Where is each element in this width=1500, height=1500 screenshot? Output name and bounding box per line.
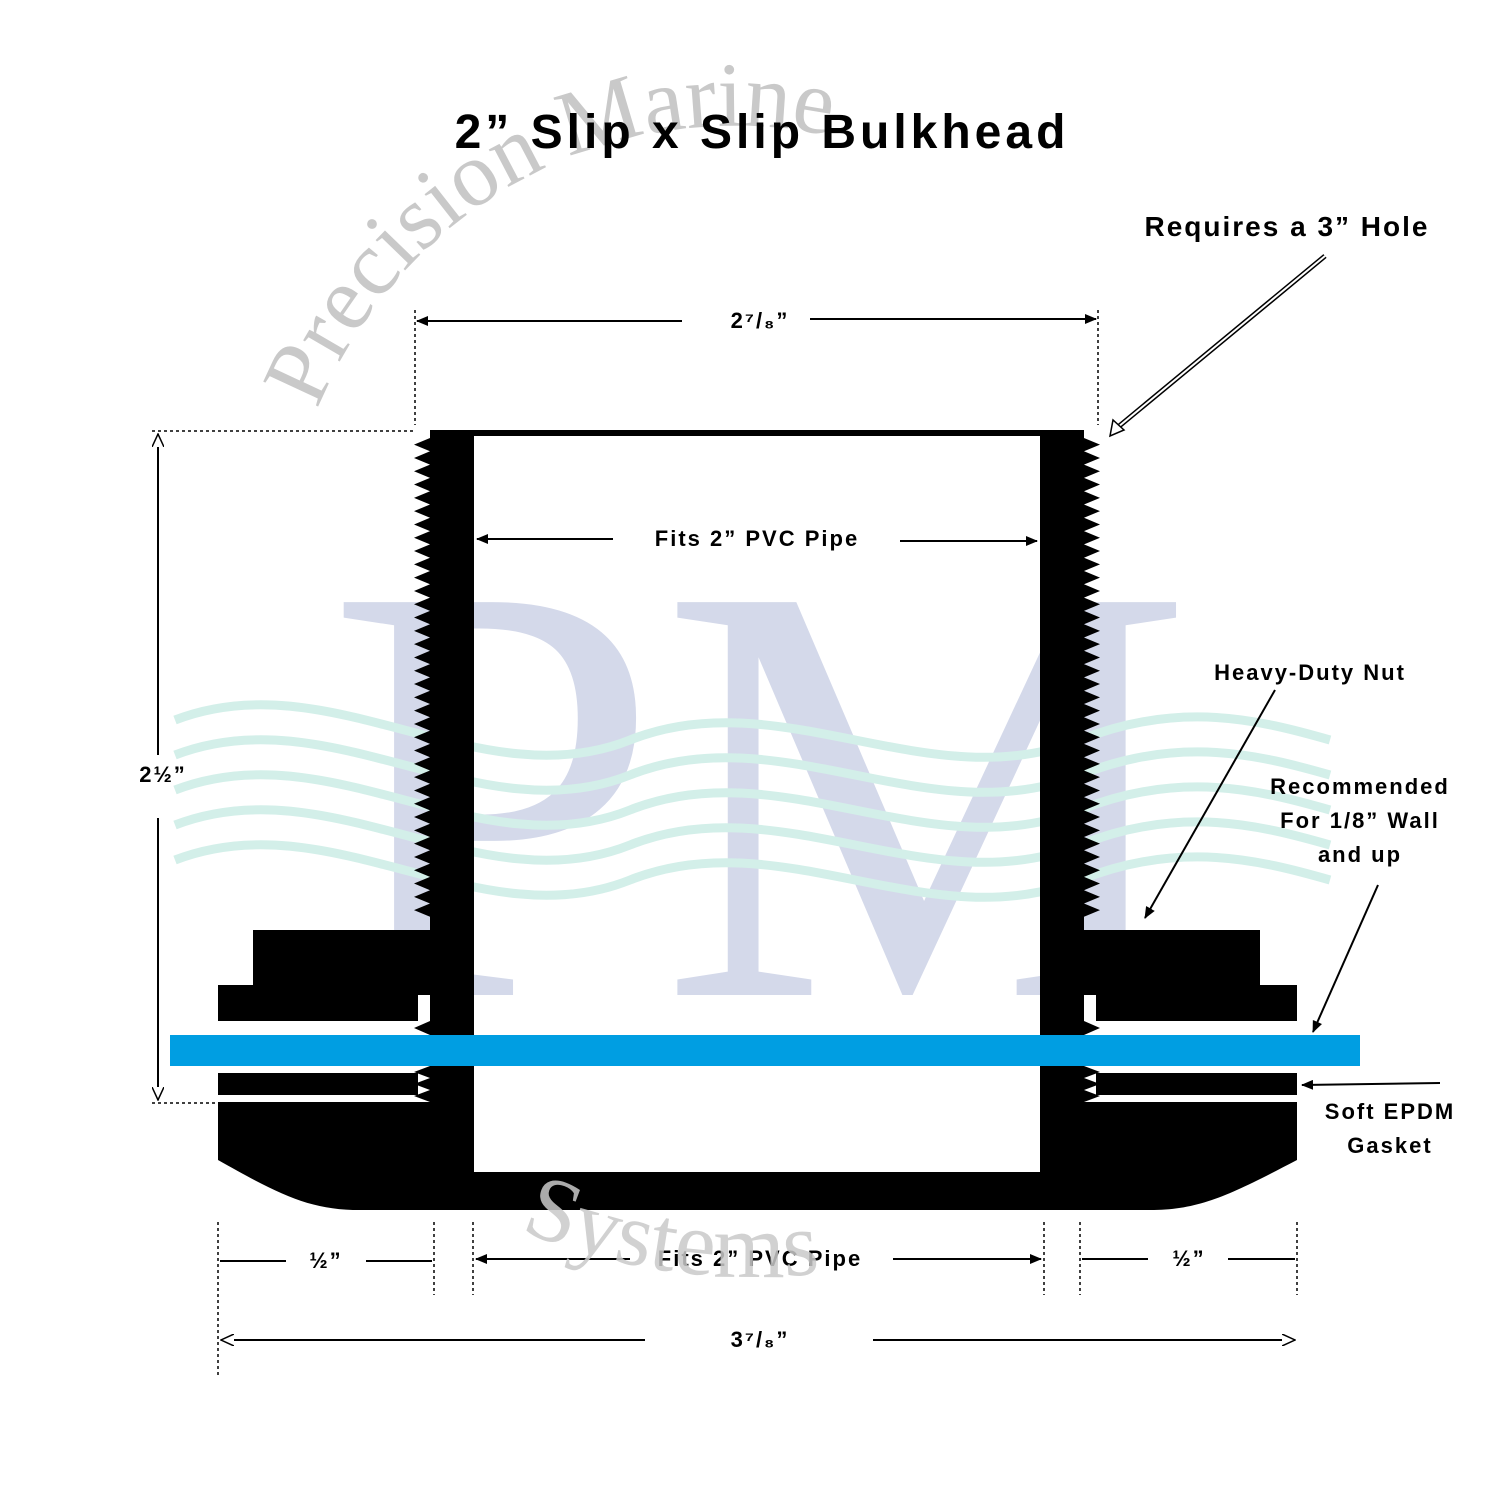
nut-right — [1084, 930, 1260, 985]
watermark-waves — [173, 700, 1332, 902]
gasket-right — [1096, 1073, 1297, 1095]
page-title: 2” Slip x Slip Bulkhead — [455, 106, 1070, 159]
watermark-arc-top: Precision Marine — [242, 43, 843, 417]
tube-bottom — [430, 1172, 1084, 1196]
hole-note: Requires a 3” Hole — [1145, 211, 1430, 242]
wall-note-line3: and up — [1318, 842, 1402, 867]
gasket-line2: Gasket — [1347, 1133, 1432, 1158]
threads-left — [414, 438, 430, 1102]
nut-leader — [1144, 689, 1276, 919]
nut-left-step — [218, 985, 430, 995]
gasket-leader — [1301, 1079, 1441, 1090]
gasket-line1: Soft EPDM — [1325, 1099, 1455, 1124]
wall-note-line2: For 1/8” Wall — [1280, 808, 1440, 833]
gasket-left — [218, 1073, 418, 1095]
nut-label: Heavy-Duty Nut — [1214, 660, 1406, 685]
height-label: 2½” — [139, 762, 187, 787]
hole-note-leader-inner — [1111, 255, 1326, 433]
wall-note-line1: Recommended — [1270, 774, 1450, 799]
nut-right-step — [1084, 985, 1297, 995]
inner-bottom-label: Fits 2” PVC Pipe — [658, 1246, 862, 1271]
washer-left — [218, 995, 418, 1021]
flange-right-label: ½” — [1172, 1246, 1205, 1271]
bulkhead-part — [170, 430, 1360, 1210]
nut-left — [253, 930, 430, 985]
threads-right — [1084, 438, 1100, 1102]
hole-note-arrowhead — [1109, 418, 1126, 438]
tube-top-rim — [430, 430, 1084, 436]
flange-left-label: ½” — [309, 1248, 342, 1273]
tube-right-wall — [1040, 430, 1084, 1195]
washer-right — [1096, 995, 1297, 1021]
wall-note-leader — [1312, 884, 1379, 1033]
mounting-wall — [170, 1035, 1360, 1066]
tube-left-wall — [430, 430, 474, 1195]
watermark-arc-top-text: Precision Marine — [242, 43, 843, 417]
dimensions: 2⁷/₈” Requires a 3” Hole Fits 2” PVC Pip… — [139, 211, 1455, 1375]
overall-width-label: 3⁷/₈” — [731, 1327, 790, 1352]
top-width-label: 2⁷/₈” — [731, 308, 790, 333]
inner-top-label: Fits 2” PVC Pipe — [655, 526, 859, 551]
